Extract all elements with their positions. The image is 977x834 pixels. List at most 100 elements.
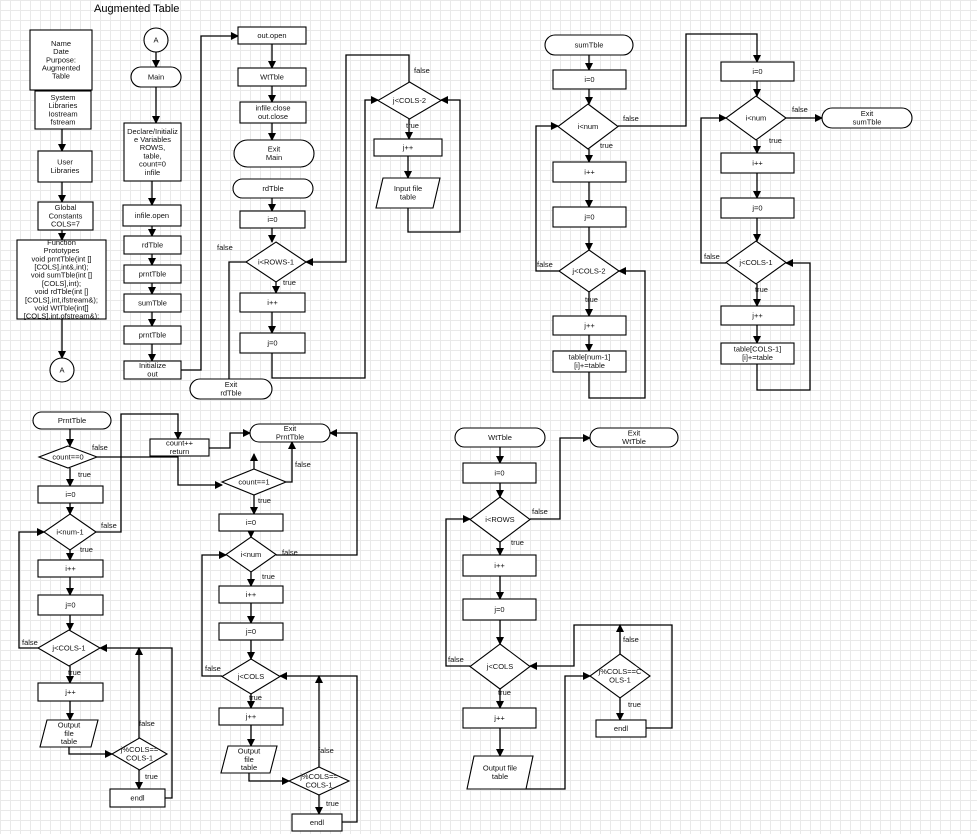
flow-node-pr_ipp: i++ (37, 559, 104, 578)
process-box (239, 101, 307, 124)
flow-node-wt_endl: endl (595, 719, 647, 738)
node-text: table (400, 192, 416, 201)
node-text: i<ROWS-1 (258, 257, 294, 266)
flow-node-wt_d2: j<COLS (469, 643, 531, 690)
process-box (123, 122, 182, 182)
node-text: i<num (746, 113, 767, 122)
flow-node-su_j0: j=0 (552, 206, 627, 228)
node-text: i=0 (752, 67, 762, 76)
branch-label: true (283, 278, 296, 287)
node-text: j++ (751, 311, 763, 320)
connector-arrow (96, 413, 182, 533)
node-text: i=0 (246, 518, 256, 527)
node-text: sumTble (138, 298, 167, 307)
node-text: Prototypes (44, 246, 80, 255)
node-text: Output (58, 721, 81, 730)
connector-arrow (18, 528, 45, 649)
branch-label: true (406, 121, 419, 130)
node-text: e Variables (134, 135, 171, 144)
node-text: Exit (628, 429, 641, 438)
node-text: Exit (861, 109, 874, 118)
flow-node-su2_d1: i<num (725, 95, 787, 141)
flow-node-m_rd: rdTble (123, 235, 182, 255)
branch-label: false (139, 719, 155, 728)
node-text: COLS-1 (126, 753, 153, 762)
node-text: return (170, 447, 190, 456)
io-parallelogram (375, 177, 441, 209)
node-text: i=0 (494, 468, 504, 477)
process-box (218, 513, 284, 532)
node-text: i++ (494, 561, 505, 570)
flow-node-pr2_i0: i=0 (218, 513, 284, 532)
flow-node-su2_i0: i=0 (720, 61, 795, 82)
process-box (720, 305, 795, 326)
branch-label: true (249, 693, 262, 702)
branch-label: true (511, 538, 524, 547)
process-box (595, 719, 647, 738)
branch-label: false (295, 460, 311, 469)
process-box (462, 707, 537, 729)
process-box (239, 210, 306, 229)
flow-node-m_pr2: prntTble (123, 325, 182, 345)
flow-node-wt_t: WtTble (454, 427, 546, 448)
process-box (462, 462, 537, 484)
process-box (237, 67, 307, 87)
node-text: file (64, 729, 74, 738)
flow-node-pr_t: PrntTble (32, 411, 112, 430)
node-text: COLS-1 (305, 780, 332, 789)
node-text: [COLS],int,ifstream&); (25, 295, 98, 304)
flow-node-rd_t: rdTble (232, 178, 314, 199)
process-box (720, 197, 795, 219)
branch-label: false (205, 664, 221, 673)
process-box (720, 61, 795, 82)
node-text: [i]+=table (742, 353, 773, 362)
node-text: j=0 (751, 203, 762, 212)
decision-diamond (725, 95, 787, 141)
decision-diamond (37, 445, 99, 469)
node-text: infile.close (255, 104, 290, 113)
flow-node-rd_d1: i<ROWS-1 (245, 241, 307, 283)
node-text: void WtTble(int[] (34, 303, 88, 312)
node-text: System (50, 93, 75, 102)
branch-label: false (537, 260, 553, 269)
process-box (123, 235, 182, 255)
process-box (123, 293, 182, 313)
branch-label: true (600, 141, 613, 150)
terminator-shape (189, 378, 273, 400)
flow-node-infopen: infile.open (122, 204, 182, 227)
flow-node-pr_d0: count==0 (37, 445, 99, 469)
connector-arrow (618, 33, 761, 127)
branch-label: false (101, 521, 117, 530)
node-text: j%COLS== (120, 745, 159, 754)
node-text: i=0 (584, 75, 594, 84)
node-text: j<COLS-2 (392, 96, 426, 105)
node-text: Global (55, 203, 77, 212)
node-text: j++ (493, 713, 505, 722)
node-text: i++ (752, 158, 763, 167)
process-box (291, 813, 343, 832)
process-box (122, 204, 182, 227)
connector-arrow (248, 773, 290, 785)
process-box (462, 598, 537, 621)
node-text: sumTble (853, 117, 882, 126)
node-text: table (492, 772, 508, 781)
node-text: i=0 (65, 490, 75, 499)
connector-arrow (271, 96, 379, 379)
node-text: j<COLS (237, 672, 264, 681)
node-text: A (153, 35, 158, 44)
decision-diamond (376, 81, 443, 120)
branch-label: true (585, 295, 598, 304)
process-box (552, 206, 627, 228)
node-text: sumTble (575, 40, 604, 49)
process-box (37, 559, 104, 578)
branch-label: false (532, 507, 548, 516)
io-parallelogram (466, 755, 534, 790)
node-text: PrntTble (276, 432, 304, 441)
node-text: j++ (64, 687, 76, 696)
flow-node-su2_jpp: j++ (720, 305, 795, 326)
